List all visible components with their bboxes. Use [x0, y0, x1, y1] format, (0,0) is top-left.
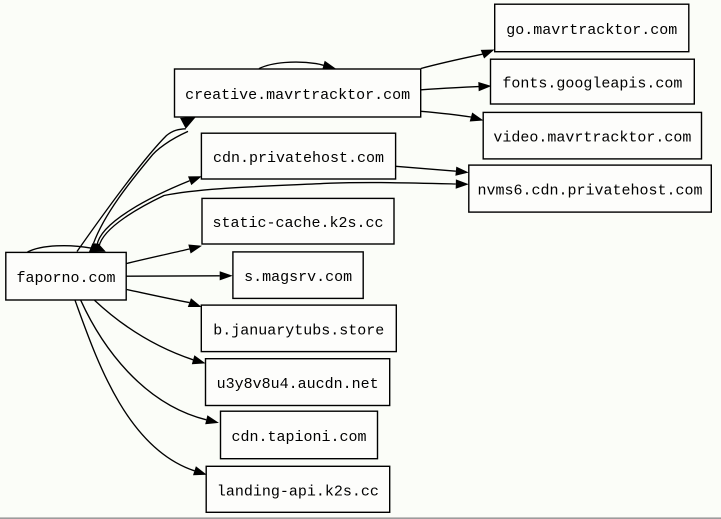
- svg-text:b.januarytubs.store: b.januarytubs.store: [213, 322, 384, 339]
- svg-text:faporno.com: faporno.com: [16, 270, 115, 287]
- svg-text:cdn.privatehost.com: cdn.privatehost.com: [213, 150, 384, 167]
- svg-text:u3y8v8u4.aucdn.net: u3y8v8u4.aucdn.net: [217, 376, 379, 393]
- svg-text:video.mavrtracktor.com: video.mavrtracktor.com: [493, 130, 691, 147]
- svg-text:nvms6.cdn.privatehost.com: nvms6.cdn.privatehost.com: [477, 183, 702, 200]
- svg-text:static-cache.k2s.cc: static-cache.k2s.cc: [212, 215, 383, 232]
- svg-text:s.magsrv.com: s.magsrv.com: [244, 269, 352, 286]
- svg-text:landing-api.k2s.cc: landing-api.k2s.cc: [217, 483, 379, 500]
- svg-text:cdn.tapioni.com: cdn.tapioni.com: [231, 429, 366, 446]
- svg-text:fonts.googleapis.com: fonts.googleapis.com: [502, 76, 682, 93]
- svg-text:go.mavrtracktor.com: go.mavrtracktor.com: [506, 22, 677, 39]
- svg-text:creative.mavrtracktor.com: creative.mavrtracktor.com: [185, 87, 410, 104]
